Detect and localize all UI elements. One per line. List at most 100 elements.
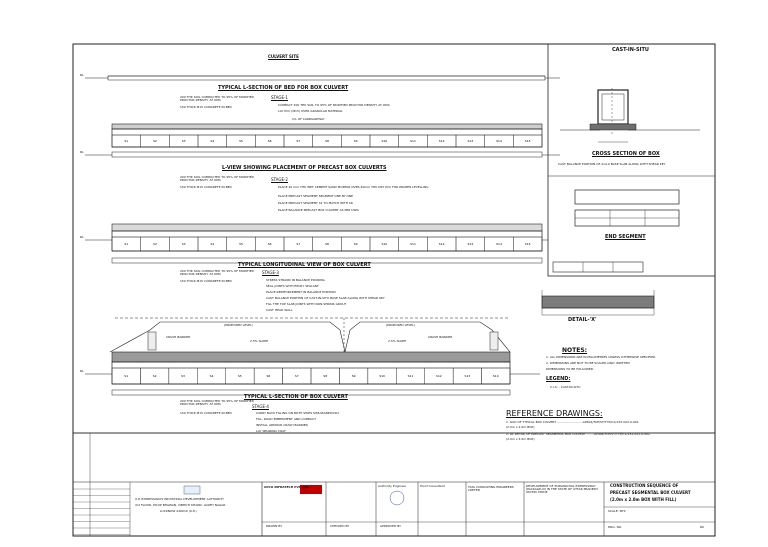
- segment-label: S7: [295, 374, 299, 378]
- ref-item-1: 1. GAD OF TYPICAL BOX CULVERT ..........…: [506, 420, 639, 424]
- stage4-note-2: FILL, ROAD EMBEDMENT AND COMPACT: [256, 417, 316, 421]
- legend-item-1: C.I.S. - CAST-IN-SITU: [550, 385, 581, 389]
- culvert-site-label: CULVERT SITE: [268, 54, 299, 59]
- stage4-title: TYPICAL L-SECTION OF BOX CULVERT: [244, 394, 348, 400]
- segment-label: S13: [467, 139, 473, 143]
- title-block-grid: [72, 432, 716, 537]
- drawn-by: DRAWN BY: [266, 524, 283, 528]
- project-description: DEVELOPMENT OF PURVANCHAL EXPRESSWAY (PA…: [526, 484, 598, 494]
- segment-label: S3: [182, 139, 186, 143]
- segment-label: S10: [379, 374, 385, 378]
- slope-left: 2.5% SLOPE: [250, 339, 269, 343]
- segment-label: S12: [439, 139, 445, 143]
- segment-label: S8: [325, 242, 329, 246]
- stage3-note-4: CAST BALANCE PORTION OF CAST-IN-SITU BAS…: [266, 296, 385, 300]
- segment-label: S11: [410, 242, 416, 246]
- stage2-note-3: PLACE PRECAST SEGMENT S1 TO MATCH WITH S…: [278, 201, 353, 205]
- segment-label: S5: [239, 242, 243, 246]
- scale: SCALE: NTS: [608, 509, 626, 513]
- level-tag-4: RL: [80, 369, 84, 373]
- ref-item-1b: (2.0m x 2.0m BOX): [506, 425, 535, 429]
- client-address-2: LUCKNOW 226010 (U.P.): [160, 509, 197, 513]
- soil-note-1b: 200 THK SOIL COMPACTED TO 95% OF MODIFIE…: [180, 175, 254, 182]
- segment-label: S1: [124, 242, 128, 246]
- stage3-note-3: PLACE REINFORCEMENT IN BALANCE PORTION: [266, 290, 336, 294]
- detail-x: [541, 261, 655, 316]
- segment-label: S9: [354, 139, 358, 143]
- segment-label: S14: [496, 242, 502, 246]
- sheet-border: [72, 43, 716, 537]
- segment-label: S5: [239, 139, 243, 143]
- level-tag-3: RL: [80, 235, 84, 239]
- proposed-level-left: (PROPOSED LEVEL): [224, 323, 254, 327]
- segment-label: S13: [467, 242, 473, 246]
- soil-note-1c: 200 THK SOIL COMPACTED TO 95% OF MODIFIE…: [180, 269, 254, 276]
- soil-note-2: 150 THICK M15 CONCRETE IN BED: [180, 105, 232, 109]
- segment-label: S11: [408, 374, 414, 378]
- notes-heading: NOTES:: [562, 347, 588, 354]
- cast-in-situ-label: CAST-IN-SITU: [612, 47, 649, 53]
- reference-heading: REFERENCE DRAWINGS:: [506, 409, 603, 418]
- segment-label: S11: [410, 139, 416, 143]
- stage1-note-1: COMPACT 200 THK SOIL TO 95% OF MODIFIED …: [278, 103, 390, 107]
- stage4-note-4: LAY WEARING COAT: [256, 429, 286, 433]
- segment-label: S1: [124, 139, 128, 143]
- proposed-level-right: (PROPOSED LEVEL): [386, 323, 416, 327]
- stage3-note-5: FILL THE TOP SLAB JOINTS WITH NON SHRINK…: [266, 302, 347, 306]
- cross-section-title: CROSS SECTION OF BOX: [592, 151, 660, 157]
- culvert-site-profile: [85, 75, 560, 81]
- client-address-1: 3rd FLOOR, PICUP BHAWAN, VIBHUTI KHAND, …: [135, 503, 226, 507]
- soil-note-1: 200 THK SOIL COMPACTED TO 95% OF MODIFIE…: [180, 95, 254, 102]
- slope-right: 2.5% SLOPE: [388, 339, 407, 343]
- stage3-label: STAGE-3: [262, 270, 279, 275]
- cast-balance-note: CAST BALANCE PORTION OF 2x4.0 BASE SLAB …: [558, 162, 666, 166]
- soil-note-1d: 200 THK SOIL COMPACTED TO 95% OF MODIFIE…: [180, 399, 254, 406]
- segment-label: S14: [496, 139, 502, 143]
- checked-by: CHECKED BY: [330, 524, 350, 528]
- end-segment: [574, 189, 680, 227]
- segment-label: S13: [464, 374, 470, 378]
- stage2-note-2: PLACE PRECAST SEGMENT SEGMENT ONE BY ONE: [278, 194, 354, 198]
- proof-consultant-label: Proof Consultant: [420, 484, 445, 488]
- soil-note-2b: 150 THICK M15 CONCRETE IN BED: [180, 185, 232, 189]
- stage4-note-3: INSTALL ARMOUR CRASH BARRIER: [256, 423, 308, 427]
- carriageway-label: C/L OF CARRIAGEWAY: [292, 117, 325, 121]
- legend-heading: LEGEND:: [546, 376, 571, 382]
- client-name: U.P. EXPRESSWAYS INDUSTRIAL DEVELOPMENT …: [135, 497, 225, 501]
- segment-label: S4: [210, 139, 214, 143]
- segment-label: S4: [210, 374, 214, 378]
- crash-barrier-right: CRASH BARRIER: [428, 335, 453, 339]
- ref-item-2b: (2.0m x 2.0m BOX): [506, 437, 535, 441]
- segment-label: S2: [153, 139, 157, 143]
- soil-note-2c: 150 THICK M15 CONCRETE IN BED: [180, 279, 232, 283]
- level-tag-2: RL: [80, 150, 84, 154]
- note-3: DIMENSIONS TO BE FOLLOWED.: [546, 367, 595, 371]
- segment-label: S6: [266, 374, 270, 378]
- stage3-note-6: CAST HEAD WALL: [266, 308, 293, 312]
- stage3-note-2: SEAL JOINTS WITH EPOXY SEALANT: [266, 284, 319, 288]
- right-panel-frame: [547, 43, 716, 277]
- box-segment: [481, 367, 511, 385]
- consultant-name: TATA CONSULTING ENGINEERS LIMITED: [468, 485, 514, 492]
- segment-label: S6: [268, 242, 272, 246]
- stage2-label: STAGE-2: [271, 177, 288, 182]
- client-logo: [183, 485, 201, 495]
- contractor-name: APCO INFRATECH PVT. LTD.: [264, 485, 310, 489]
- segment-label: S4: [210, 242, 214, 246]
- segment-label: S7: [296, 242, 300, 246]
- approved-by: APPROVED BY: [380, 524, 402, 528]
- segment-label: S14: [493, 374, 499, 378]
- segment-label: S2: [153, 242, 157, 246]
- stage2-note-4: PLACE BALANCE PRECAST BOX CULVERT AS PER…: [278, 208, 359, 212]
- ref-item-2: 2. RC DETAIL OF PRECAST SEGMENTAL BOX CU…: [506, 432, 650, 436]
- stage3-note-1: STRESS STRAND IN BALANCE POURING: [266, 278, 325, 282]
- segment-label: S15: [525, 139, 531, 143]
- stage1-title: TYPICAL L-SECTION OF BED FOR BOX CULVERT: [218, 85, 349, 91]
- drawing-title-1: CONSTRUCTION SEQUENCE OF: [610, 483, 679, 488]
- level-tag-1: RL: [80, 73, 84, 77]
- segment-label: S10: [381, 139, 387, 143]
- segment-label: S6: [268, 139, 272, 143]
